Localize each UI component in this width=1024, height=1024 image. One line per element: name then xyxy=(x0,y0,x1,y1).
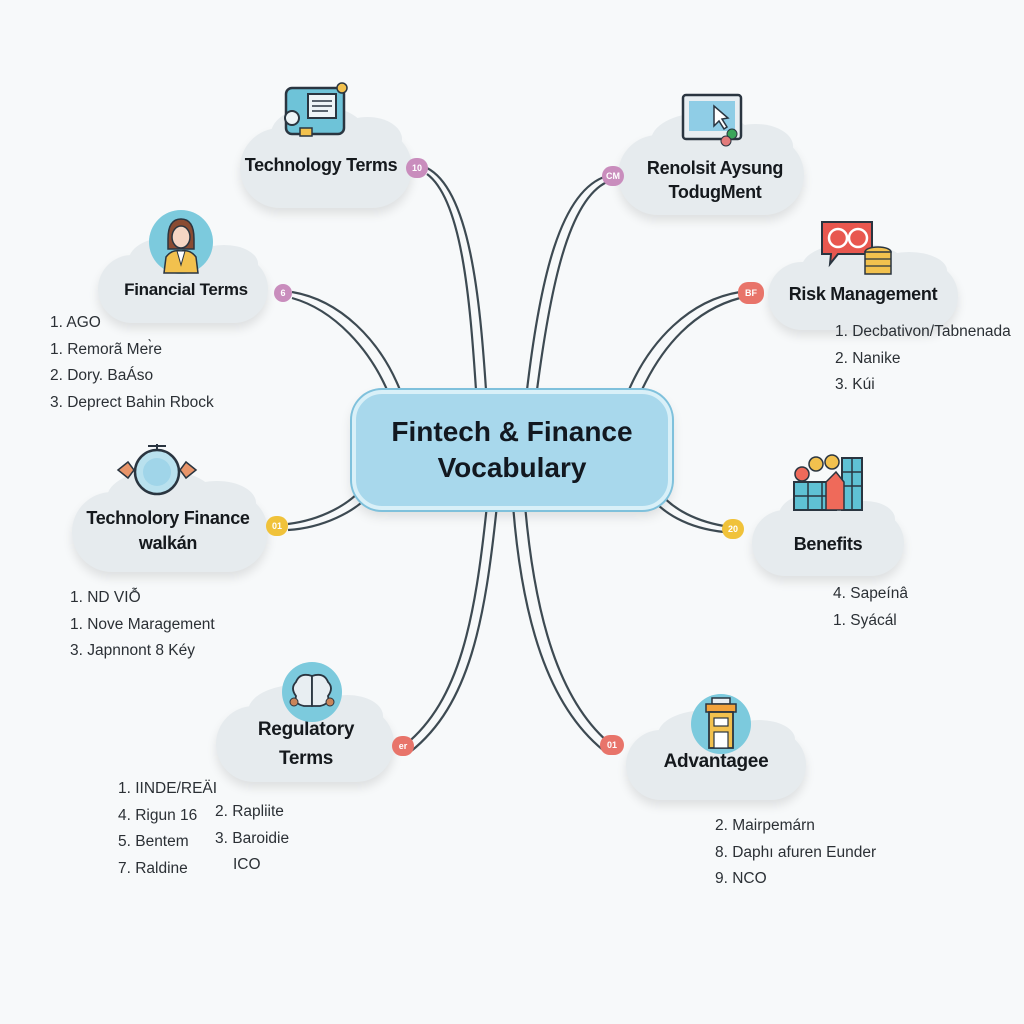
term-list: 1. Decbativon/Tabnenada 2. Nanike 3. Kúi xyxy=(835,319,1011,399)
node-title-line1: Technolory Finance xyxy=(86,508,250,528)
node-badge: 01 xyxy=(266,516,288,536)
term-item: 3. Japnnont 8 Kéy xyxy=(70,642,195,659)
term-list-column-1: 1. IINDE/REÄI 4. Rigun 16 5. Bentem 7. R… xyxy=(118,776,217,882)
globe-gears-icon xyxy=(116,444,198,496)
node-title: Advantagee xyxy=(663,751,769,772)
term-item: 1. ND VIỖ xyxy=(70,589,141,606)
term-list: 2. Mairpemárn 8. Daphı afuren Eunder 9. … xyxy=(715,813,876,893)
building-icon xyxy=(691,694,751,754)
node-badge: BF xyxy=(738,282,764,304)
node-title: Regulatory Terms xyxy=(216,715,396,773)
node-title: Technolory Finance walkán xyxy=(70,506,266,556)
node-badge: 01 xyxy=(600,735,624,755)
term-item: 2. Rapliite xyxy=(215,803,284,820)
brain-icon xyxy=(282,662,342,722)
term-item: 3. Deprect Bahin Rbock xyxy=(50,393,214,411)
central-title-line1: Fintech & Finance xyxy=(391,416,633,447)
node-title-line1: Regulatory xyxy=(257,719,355,740)
term-item: 1. Decbativon/Tabnenada xyxy=(835,323,1011,340)
node-title: Benefits xyxy=(793,534,863,554)
central-title-line2: Vocabulary xyxy=(437,452,587,483)
term-item: 1. Nove Maragement xyxy=(70,615,215,633)
central-topic-node[interactable]: Fintech & Finance Vocabulary xyxy=(352,390,672,510)
node-title: Renolsit Aysung TodugMent xyxy=(630,156,800,204)
term-item: 7. Raldine xyxy=(118,859,188,877)
chat-coins-icon xyxy=(821,221,892,275)
node-title-line2: walkán xyxy=(138,533,198,553)
term-item: 2. Mairpemárn xyxy=(715,817,815,834)
term-item: 8. Daphı afuren Eunder xyxy=(715,843,877,861)
cloud-shape xyxy=(618,112,804,215)
term-item: 4. Rigun 16 xyxy=(118,806,198,824)
node-badge: 6 xyxy=(274,284,292,302)
term-item: 5. Bentem xyxy=(118,833,189,850)
node-title: Technology Terms xyxy=(244,155,398,175)
cloud-shape xyxy=(72,469,268,572)
node-badge: 10 xyxy=(406,158,428,178)
central-topic-title: Fintech & Finance Vocabulary xyxy=(391,414,632,486)
term-list-column-2: 2. Rapliite 3. Baroidie ICO xyxy=(215,799,289,879)
node-badge: er xyxy=(392,736,414,756)
cloud-shape xyxy=(752,491,904,576)
term-list: 1. AGO 1. Remorã Mer̀e 2. Dory. BaÁso 3.… xyxy=(50,310,214,416)
node-title: Financial Terms xyxy=(124,280,248,299)
node-title-line2: TodugMent xyxy=(668,182,762,202)
computer-document-icon xyxy=(284,82,348,137)
term-item: 3. Kúi xyxy=(835,376,875,393)
term-item: 4. Sapeínâ xyxy=(833,585,908,602)
node-title: Risk Management xyxy=(788,284,938,304)
node-badge: CM xyxy=(602,166,624,186)
businesswoman-avatar-icon xyxy=(149,210,213,274)
monitor-cursor-icon xyxy=(681,93,743,147)
term-item: 1. AGO xyxy=(50,314,101,331)
term-item: ICO xyxy=(233,856,261,873)
node-badge: 20 xyxy=(722,519,744,539)
node-title-line2: Terms xyxy=(278,748,334,769)
term-item: 1. Remorã Mer̀e xyxy=(50,340,162,358)
term-item: 9. NCO xyxy=(715,870,767,887)
term-item: 2. Nanike xyxy=(835,349,901,367)
node-title-line1: Renolsit Aysung xyxy=(646,158,784,178)
term-item: 1. IINDE/REÄI xyxy=(118,780,218,797)
buildings-people-icon xyxy=(793,454,863,511)
term-item: 2. Dory. BaÁso xyxy=(50,367,154,384)
term-list: 1. ND VIỖ 1. Nove Maragement 3. Japnnont… xyxy=(70,585,215,665)
term-list: 4. Sapeínâ 1. Syácál xyxy=(833,581,908,634)
term-item: 3. Baroidie xyxy=(215,829,290,847)
term-item: 1. Syácál xyxy=(833,611,897,629)
